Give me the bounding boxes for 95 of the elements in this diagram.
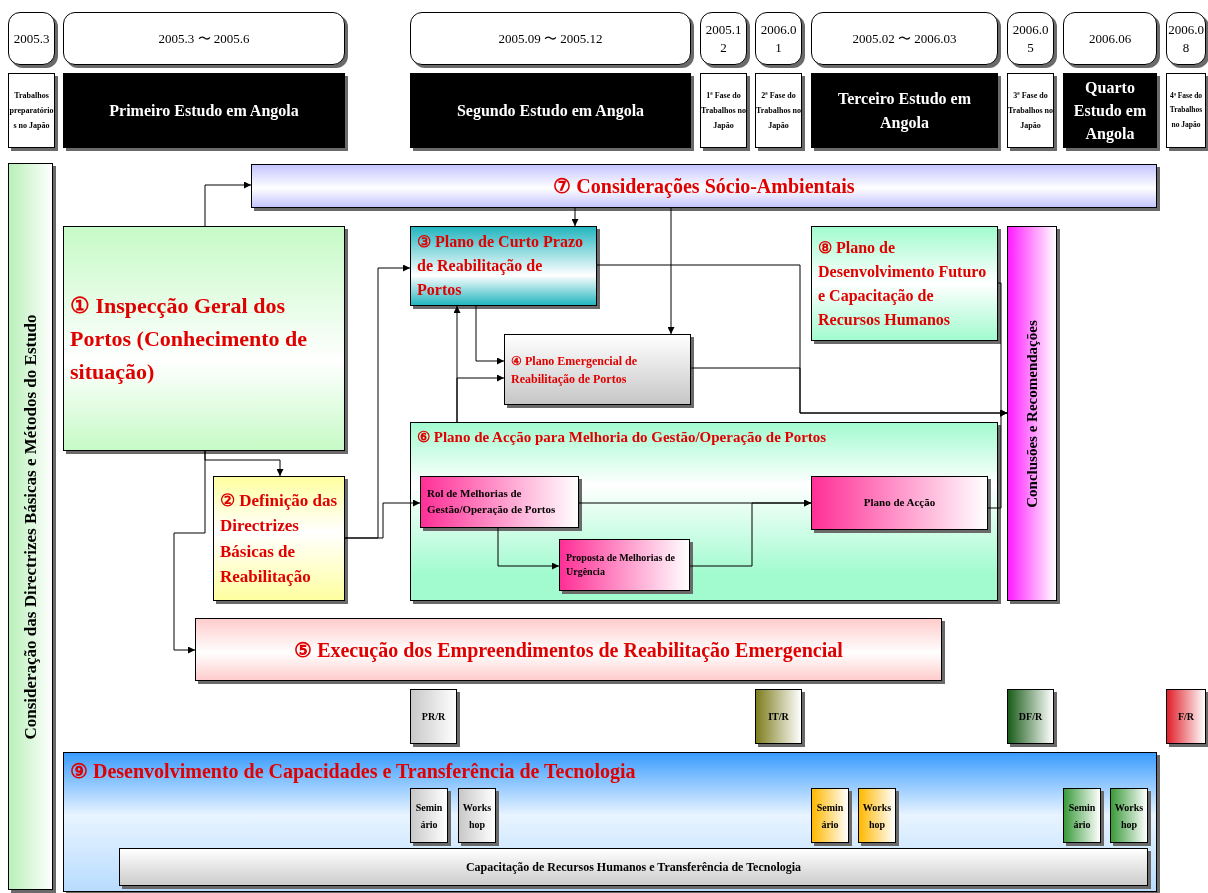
date-text: 2005.02 〜 2006.03: [852, 29, 957, 48]
report-box: [1166, 689, 1206, 744]
phase-title: Quarto Estudo em Angola: [1072, 77, 1148, 145]
process-title: ⑦ Considerações Sócio-Ambientais: [553, 174, 855, 200]
process-box: [213, 476, 345, 601]
report-text: PR/R: [421, 710, 446, 724]
phase-banner: [811, 73, 998, 148]
report-box: [811, 788, 849, 843]
date-box: [63, 12, 345, 65]
process-title: ④ Plano Emergencial de Reabilitação de Portos: [511, 352, 638, 388]
report-box: [755, 689, 802, 744]
date-box: [1063, 12, 1157, 65]
report-box: [119, 848, 1148, 886]
process-box: [63, 752, 1157, 892]
connector-arrow: [571, 207, 579, 227]
sub-process-box: [559, 539, 690, 591]
process-text: Plano de Acção: [863, 495, 936, 511]
report-box: [1063, 788, 1101, 843]
report-text: Capacitação de Recursos Humanos e Transferência de Tecnologia: [465, 858, 802, 876]
phase-title: Segundo Estudo em Angola: [456, 100, 645, 122]
date-text: 2005.12: [704, 20, 743, 57]
vertical-banner: [1007, 226, 1057, 601]
sub-process-box: [420, 476, 579, 528]
report-box: [458, 788, 496, 843]
process-box: [410, 422, 998, 601]
process-title: ⑧ Plano de Desenvolvimento Futuro e Capacitação de Recursos Humanos: [818, 237, 988, 330]
process-title: ⑤ Execução dos Empreendimentos de Reabilitação Emergencial: [294, 637, 843, 664]
report-text: Workshop: [462, 800, 492, 832]
vertical-banner: [8, 163, 53, 890]
connector-arrow: [204, 181, 252, 227]
report-text: Seminário: [414, 800, 444, 832]
process-title: ⑥ Plano de Acção para Melhoria do Gestão/Operação de Portos: [417, 428, 827, 447]
phase-text: 1ª Fase do Trabalhos no Japão: [701, 89, 746, 133]
report-text: Seminário: [1067, 800, 1097, 832]
date-box: [700, 12, 747, 65]
report-text: Workshop: [862, 800, 892, 832]
phase-text: 2ª Fase do Trabalhos no Japão: [756, 89, 801, 133]
connector-arrow: [173, 450, 206, 654]
phase-title: Terceiro Estudo em Angola: [837, 89, 972, 134]
date-box: [410, 12, 691, 65]
report-text: IT/R: [768, 710, 789, 724]
process-text: Proposta de Melhorias de Urgência: [566, 550, 676, 579]
date-box: [1166, 12, 1206, 65]
process-text: Rol de Melhorias de Gestão/Operação de Portos: [427, 486, 557, 517]
date-text: 2006.05: [1011, 20, 1050, 57]
process-box: [410, 226, 597, 306]
report-box: [1110, 788, 1148, 843]
process-title: ⑨ Desenvolvimento de Capacidades e Transferência de Tecnologia: [70, 759, 636, 785]
report-text: F/R: [1177, 710, 1195, 724]
date-text: 2005.3 〜 2005.6: [158, 29, 250, 48]
date-text: 2005.3: [13, 29, 50, 48]
date-box: [1007, 12, 1054, 65]
date-text: 2005.09 〜 2005.12: [498, 29, 603, 48]
connector-arrow: [344, 499, 421, 539]
phase-box: [8, 73, 55, 148]
process-title: ③ Plano de Curto Prazo de Reabilitação de Portos: [417, 232, 584, 300]
phase-title: Primeiro Estudo em Angola: [109, 100, 299, 122]
connector-arrow: [667, 207, 675, 335]
date-text: 2006.06: [1088, 29, 1132, 48]
phase-box: [1007, 73, 1054, 148]
date-box: [755, 12, 802, 65]
phase-box: [1166, 73, 1206, 148]
date-box: [811, 12, 998, 65]
process-box: [63, 226, 345, 451]
process-box: [195, 618, 942, 681]
date-text: 2006.08: [1167, 20, 1205, 57]
date-box: [8, 12, 55, 65]
phase-box: [755, 73, 802, 148]
banner-title: Conclusões e Recomendações: [1023, 319, 1041, 508]
connector-arrow: [689, 499, 812, 567]
phase-text: 3ª Fase do Trabalhos no Japão: [1008, 89, 1053, 133]
phase-box: [700, 73, 747, 148]
report-text: Seminário: [815, 800, 845, 832]
sub-process-box: [811, 476, 988, 530]
phase-banner: [1063, 73, 1157, 148]
report-box: [1007, 689, 1054, 744]
process-title: ② Definição das Directrizes Básicas de Reabilitação: [220, 489, 338, 588]
report-text: DF/R: [1018, 710, 1043, 724]
connector-arrow: [497, 527, 560, 570]
report-text: Workshop: [1114, 800, 1144, 832]
connector-arrow: [456, 374, 505, 423]
process-box: [251, 164, 1157, 208]
phase-text: Trabalhos preparatórios no Japão: [9, 89, 54, 133]
connector-arrow: [987, 409, 1008, 509]
report-box: [858, 788, 896, 843]
process-box: [504, 334, 691, 405]
report-box: [410, 788, 448, 843]
date-text: 2006.01: [759, 20, 798, 57]
phase-banner: [63, 73, 345, 148]
report-box: [410, 689, 457, 744]
process-title: ① Inspecção Geral dos Portos (Conhecimento de situação): [70, 292, 309, 386]
process-box: [811, 226, 998, 341]
phase-banner: [410, 73, 691, 148]
connector-arrow: [475, 305, 505, 365]
banner-title: Consideração das Directrizes Básicas e Métodos do Estudo: [20, 313, 41, 740]
